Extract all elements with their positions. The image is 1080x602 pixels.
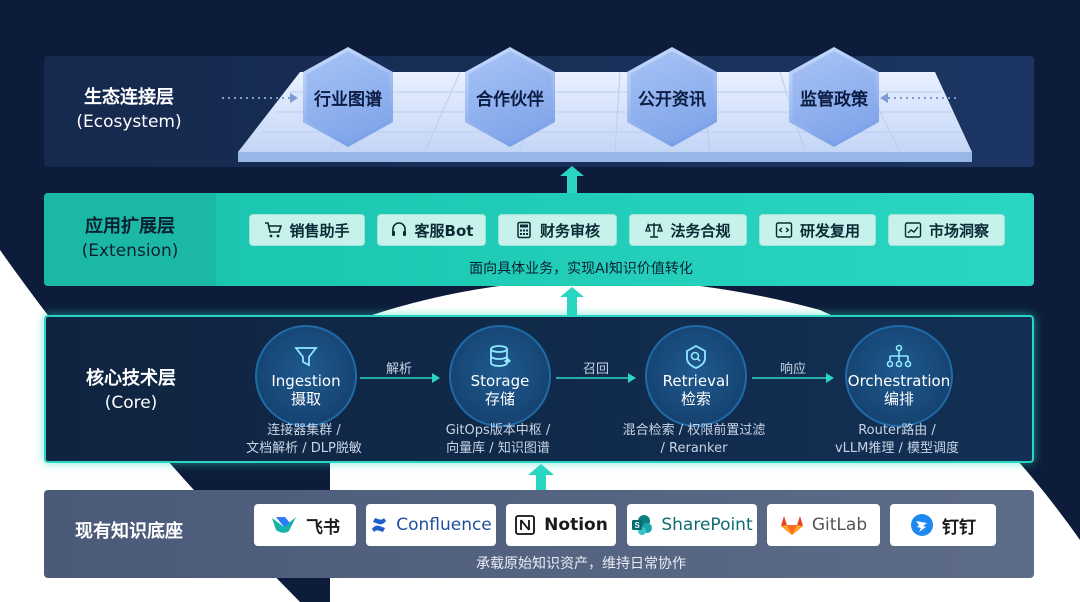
node-en-label: Ingestion [271, 372, 341, 390]
chip-sales-assistant[interactable]: 销售助手 [249, 214, 365, 246]
node-en-label: Storage [470, 372, 530, 390]
base-subtitle: 承载原始知识资产，维持日常协作 [476, 556, 686, 572]
logo-label: SharePoint [661, 515, 753, 535]
chip-rnd-reuse[interactable]: 研发复用 [759, 214, 876, 246]
chip-label: 法务合规 [670, 221, 731, 240]
up-arrow-icon [528, 464, 554, 492]
node-en-label: Retrieval [662, 372, 730, 390]
flow-arrow-icon [556, 373, 636, 383]
base-title-zh: 现有知识底座 [75, 521, 183, 542]
flow-arrow-icon [360, 373, 440, 383]
flow-label-respond: 响应 [780, 362, 807, 377]
eco-hex-label: 监管政策 [792, 51, 876, 143]
chip-finance-review[interactable]: 财务审核 [498, 214, 617, 246]
extension-subtitle: 面向具体业务，实现AI知识价值转化 [469, 261, 693, 277]
node-desc-orchestration: Router路由 / vLLM推理 / 模型调度 [817, 422, 977, 458]
node-desc-storage: GitOps版本中枢 / 向量库 / 知识图谱 [418, 422, 578, 458]
node-orchestration: Orchestration 编排 [845, 325, 953, 427]
chip-market-insight[interactable]: 市场洞察 [888, 214, 1005, 246]
logo-label: Confluence [396, 515, 492, 535]
database-icon [490, 345, 511, 367]
chip-legal-compliance[interactable]: 法务合规 [629, 214, 747, 246]
headset-icon [390, 221, 408, 239]
extension-title-zh: 应用扩展层 [85, 216, 175, 237]
node-desc-line: / Reranker [660, 441, 728, 456]
core-layer-title: 核心技术层 (Core) [46, 367, 216, 415]
chip-label: 研发复用 [799, 221, 860, 240]
chip-customer-bot[interactable]: 客服Bot [377, 214, 486, 246]
chip-label: 销售助手 [289, 221, 350, 240]
calculator-icon [515, 221, 533, 239]
eco-hex-4: 监管政策 [789, 47, 879, 147]
flow-label-recall: 召回 [583, 362, 610, 377]
hierarchy-icon [886, 344, 912, 368]
eco-hex-label: 公开资讯 [630, 51, 714, 143]
chip-label: 客服Bot [414, 221, 474, 240]
logo-dingtalk[interactable]: 钉钉 [890, 504, 996, 546]
chart-icon [904, 221, 922, 239]
node-storage: Storage 存储 [449, 325, 551, 427]
eco-hex-3: 公开资讯 [627, 47, 717, 147]
core-title-en: (Core) [104, 393, 158, 413]
base-layer-title: 现有知识底座 [44, 520, 214, 544]
logo-label: GitLab [811, 515, 868, 535]
notion-icon [515, 515, 536, 535]
up-arrow-icon [560, 166, 584, 194]
feishu-icon [272, 517, 296, 533]
logo-feishu[interactable]: 飞书 [254, 504, 356, 546]
logo-label: 飞书 [306, 517, 340, 538]
chip-label: 市场洞察 [928, 221, 989, 240]
chip-label: 财务审核 [539, 221, 600, 240]
node-desc-line: vLLM推理 / 模型调度 [834, 441, 960, 456]
node-desc-line: 混合检索 / 权限前置过滤 [622, 423, 766, 438]
node-desc-line: GitOps版本中枢 / [445, 423, 551, 438]
confluence-icon [372, 518, 387, 532]
dingtalk-icon [911, 514, 933, 536]
logo-sharepoint[interactable]: S SharePoint [627, 504, 757, 546]
node-zh-label: 编排 [883, 390, 914, 408]
flow-label-parse: 解析 [386, 362, 413, 377]
node-desc-ingestion: 连接器集群 / 文档解析 / DLP脱敏 [224, 422, 384, 458]
scale-icon [645, 221, 664, 239]
node-ingestion: Ingestion 摄取 [255, 325, 357, 427]
node-zh-label: 摄取 [290, 390, 321, 408]
node-zh-label: 检索 [680, 390, 711, 408]
svg-text:S: S [635, 521, 641, 530]
node-desc-line: 文档解析 / DLP脱敏 [246, 441, 362, 456]
node-retrieval: Retrieval 检索 [645, 325, 747, 427]
sharepoint-icon: S [632, 515, 653, 535]
core-title-zh: 核心技术层 [86, 368, 176, 389]
logo-label: Notion [544, 515, 608, 535]
gitlab-icon [780, 516, 803, 535]
flow-arrow-icon [752, 373, 834, 383]
ecosystem-layer-title: 生态连接层 (Ecosystem) [44, 86, 214, 134]
node-desc-line: 向量库 / 知识图谱 [446, 441, 550, 456]
extension-title-en: (Extension) [81, 241, 179, 261]
logo-notion[interactable]: Notion [506, 504, 616, 546]
logo-confluence[interactable]: Confluence [366, 504, 496, 546]
node-desc-line: Router路由 / [858, 423, 936, 438]
cart-icon [264, 221, 283, 239]
code-icon [775, 221, 793, 239]
ecosystem-title-zh: 生态连接层 [84, 87, 174, 108]
eco-hex-2: 合作伙伴 [465, 47, 555, 147]
node-desc-retrieval: 混合检索 / 权限前置过滤 / Reranker [604, 422, 784, 458]
eco-hex-1: 行业图谱 [303, 47, 393, 147]
search-icon [686, 344, 706, 369]
extension-title-panel [44, 193, 216, 286]
logo-gitlab[interactable]: GitLab [767, 504, 880, 546]
extension-layer-title: 应用扩展层 (Extension) [44, 215, 216, 263]
up-arrow-icon [560, 287, 584, 315]
node-desc-line: 连接器集群 / [267, 423, 341, 438]
node-zh-label: 存储 [484, 390, 515, 408]
ecosystem-title-en: (Ecosystem) [76, 112, 182, 132]
node-en-label: Orchestration [847, 372, 951, 390]
logo-label: 钉钉 [942, 517, 976, 538]
funnel-icon [294, 347, 318, 367]
